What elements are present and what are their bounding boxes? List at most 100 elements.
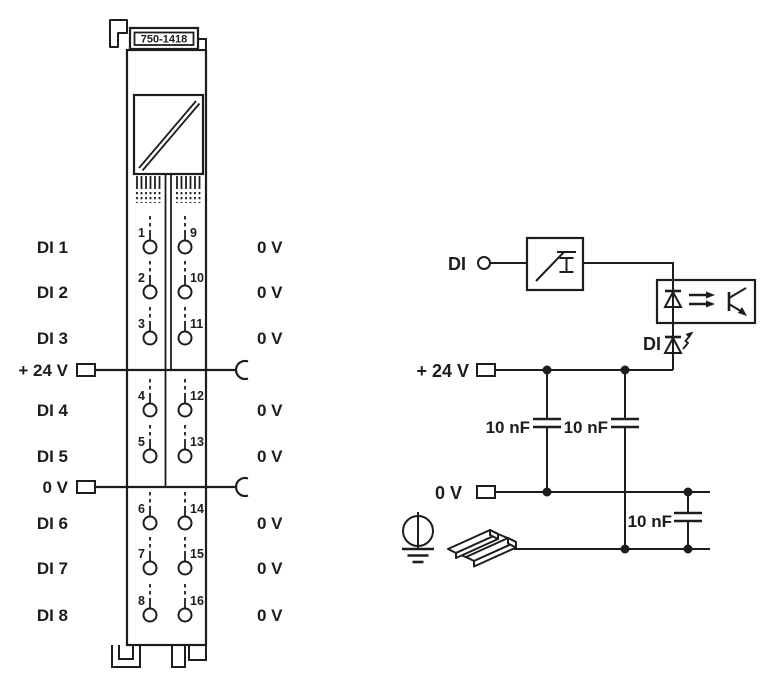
capacitor-middle-icon [611,370,639,549]
module-left-labels: DI 1 DI 2 DI 3 + 24 V DI 4 DI 5 0 V DI 6… [18,238,68,625]
terminal-number: 5 [138,435,145,449]
terminal-number: 13 [190,435,204,449]
part-number-box: 750-1418 [128,26,200,51]
terminal-9: 9 [177,216,197,255]
terminal-2: 2 [138,261,158,300]
zero-volt-label-6: 0 V [257,514,283,533]
io-module: 750-1418 [76,19,249,668]
terminal-13: 13 [177,425,204,464]
terminal-16: 16 [177,584,204,623]
terminal-number: 6 [138,502,145,516]
part-number: 750-1418 [141,34,188,46]
row-label-0v: 0 V [42,478,68,497]
terminal-14: 14 [177,492,204,531]
input-filter-threshold-icon [525,236,585,292]
terminal-7: 7 [138,537,158,576]
zerovolt-connector-icon [76,480,96,494]
terminal-number: 16 [190,594,204,608]
junction-dot [542,487,552,497]
terminal-number: 15 [190,547,204,561]
supply-connector-icon [476,363,496,377]
module-top-ledge [197,38,207,51]
status-led-icon [663,331,694,354]
terminal-number: 9 [190,226,197,240]
module-right-labels: 0 V 0 V 0 V 0 V 0 V 0 V 0 V 0 V [257,238,283,625]
display-diagonal-2 [141,102,201,172]
zero-volt-label-8: 0 V [257,606,283,625]
mounting-foot-right-icon [188,645,207,661]
schematic-di-label: DI [448,254,466,274]
zero-volt-label-2: 0 V [257,283,283,302]
display-diagonal-1 [138,100,197,169]
terminal-number: 1 [138,226,145,240]
display-box [132,93,205,176]
terminal-number: 7 [138,547,145,561]
led-di-label: DI [643,334,661,354]
filter-to-led-wire [583,262,674,370]
din-rail-icon [447,529,517,568]
earth-ground-icon [402,512,434,564]
row-label-di6: DI 6 [37,514,68,533]
schematic: DI [402,236,757,568]
terminal-15: 15 [177,537,204,576]
schematic-0v-label: 0 V [435,483,462,503]
zerovolt-row [76,476,249,498]
zero-volt-label-3: 0 V [257,329,283,348]
plus24v-row [76,359,249,381]
plus24v-connector-icon [76,363,96,377]
row-label-di3: DI 3 [37,329,68,348]
terminal-3: 3 [138,307,158,346]
terminal-8: 8 [138,584,158,623]
row-label-di7: DI 7 [37,559,68,578]
capacitor-right-icon [674,492,702,549]
row-label-di4: DI 4 [37,401,69,420]
row-label-di2: DI 2 [37,283,68,302]
capacitor-left-icon [533,370,561,492]
terminal-number: 12 [190,389,204,403]
mounting-foot-left-icon [111,645,141,668]
terminal-5: 5 [138,425,158,464]
optocoupler-icon [655,278,757,325]
hatch-left-icon [136,176,161,203]
led-flash-arrowhead [685,331,694,338]
cap-left-label: 10 nF [486,418,530,437]
terminal-number: 4 [138,389,145,403]
schematic-di-terminal-icon [477,256,491,270]
supply-label: + 24 V [416,361,469,381]
terminal-number: 8 [138,594,145,608]
junction-dot [620,544,630,554]
mounting-foot-middle-icon [171,645,186,668]
terminal-number: 11 [190,317,203,331]
row-label-plus24v: + 24 V [18,361,68,380]
junction-dot [683,544,693,554]
cap-right-label: 10 nF [628,512,672,531]
terminal-11: 11 [177,307,203,346]
hatch-right-icon [176,176,201,203]
zero-volt-label-5: 0 V [257,447,283,466]
light-arrows-icon [689,291,715,308]
terminal-10: 10 [177,261,204,300]
terminal-12: 12 [177,379,204,418]
phototransistor-icon [727,287,747,316]
led-flash-icon [682,334,691,350]
zero-volt-label-1: 0 V [257,238,283,257]
part-number-inner [133,31,195,46]
terminal-number: 2 [138,271,145,285]
zerovolt-connector-schematic-icon [476,485,496,499]
opto-emitter-diode-icon [663,289,683,308]
cap-mid-label: 10 nF [564,418,608,437]
zerovolt-jumper-contact-icon [234,476,249,498]
plus24v-jumper-contact-icon [234,359,249,381]
din-latch-icon [109,19,128,48]
terminal-number: 14 [190,502,204,516]
zero-volt-label-7: 0 V [257,559,283,578]
row-label-di5: DI 5 [37,447,68,466]
terminal-number: 3 [138,317,145,331]
zero-volt-label-4: 0 V [257,401,283,420]
terminal-6: 6 [138,492,158,531]
row-label-di8: DI 8 [37,606,68,625]
row-label-di1: DI 1 [37,238,68,257]
terminal-4: 4 [138,379,158,418]
